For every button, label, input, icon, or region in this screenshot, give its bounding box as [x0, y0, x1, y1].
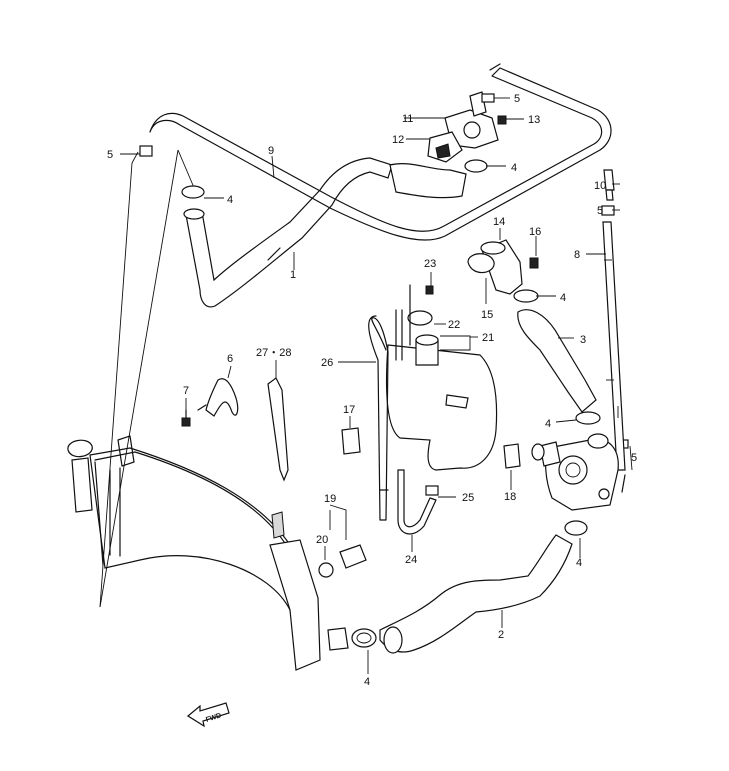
front-marker-label: FWD	[205, 712, 222, 724]
callout-23: 23	[424, 258, 436, 270]
callout-6: 6	[227, 353, 233, 365]
callout-8: 8	[574, 249, 580, 261]
arrow-icon	[186, 702, 230, 728]
callout-26: 26	[321, 357, 333, 369]
elbow-14	[467, 239, 539, 295]
callout-20: 20	[316, 534, 328, 546]
callouts: 1 2 3 4 4 4 4 4 4 5 5 5 5 6 7 8 9 10 11 …	[107, 93, 637, 688]
callout-21: 21	[482, 332, 494, 344]
callout-5: 5	[107, 149, 113, 161]
hose-1	[183, 157, 467, 308]
callout-27-28: 27・28	[256, 347, 291, 359]
callout-3: 3	[580, 334, 586, 346]
hose-2	[379, 534, 573, 654]
callout-14: 14	[493, 216, 505, 228]
labels-17-18	[341, 427, 521, 469]
callout-4: 4	[511, 162, 517, 174]
callout-10: 10	[594, 180, 606, 192]
hose-9	[149, 63, 612, 241]
callout-4: 4	[545, 418, 551, 430]
callout-22: 22	[448, 319, 460, 331]
callout-25: 25	[462, 492, 474, 504]
hose-3	[517, 309, 597, 413]
leader-lines	[120, 97, 633, 674]
callout-24: 24	[405, 554, 417, 566]
hose-8	[602, 169, 626, 493]
hose-26	[368, 315, 389, 521]
cable-tie	[267, 377, 289, 482]
callout-2: 2	[498, 629, 504, 641]
callout-11: 11	[402, 113, 413, 125]
callout-18: 18	[504, 491, 516, 503]
front-direction-marker: FWD	[186, 702, 230, 728]
radiator	[67, 435, 349, 671]
callout-5: 5	[597, 205, 603, 217]
reservoir-tank	[385, 284, 498, 471]
temp-sensor	[318, 544, 367, 578]
clamps	[181, 159, 601, 648]
callout-4: 4	[560, 292, 566, 304]
callout-4: 4	[364, 676, 370, 688]
clips	[139, 93, 629, 449]
thermostat-housing	[427, 91, 499, 163]
bolts	[425, 115, 507, 295]
water-pump	[531, 433, 619, 511]
callout-12: 12	[392, 134, 404, 146]
callout-16: 16	[529, 226, 541, 238]
callout-5: 5	[514, 93, 520, 105]
callout-1: 1	[290, 269, 296, 281]
callout-5: 5	[631, 452, 637, 464]
bolt-7	[181, 409, 191, 427]
callout-17: 17	[343, 404, 355, 416]
callout-9: 9	[268, 145, 274, 157]
callout-15: 15	[481, 309, 493, 321]
callout-19: 19	[324, 493, 336, 505]
callout-4: 4	[227, 194, 233, 206]
guide-lines	[99, 149, 196, 608]
hose-24	[397, 469, 439, 535]
callout-4: 4	[576, 557, 582, 569]
callout-7: 7	[183, 385, 189, 397]
bracket-6	[197, 378, 239, 417]
callout-13: 13	[528, 114, 540, 126]
